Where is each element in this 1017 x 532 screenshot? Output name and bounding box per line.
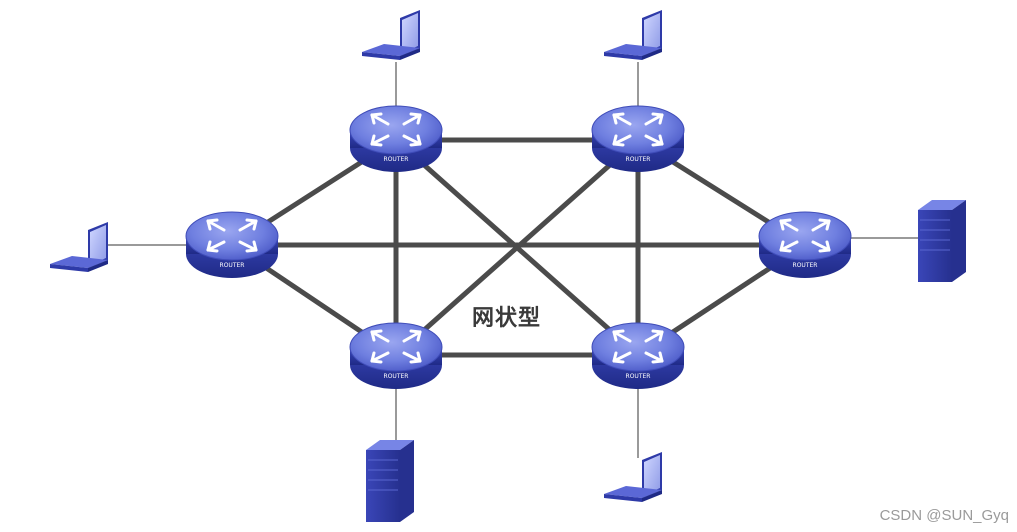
mesh-link bbox=[394, 138, 640, 357]
topology-label: 网状型 bbox=[472, 306, 542, 331]
laptop-icon bbox=[362, 10, 420, 60]
server-icon bbox=[365, 439, 415, 523]
server-icon bbox=[917, 199, 967, 283]
access-links bbox=[108, 62, 918, 458]
laptop-icon bbox=[50, 222, 108, 272]
laptop-icon bbox=[604, 452, 662, 502]
router-top-left: ROUTER bbox=[348, 104, 444, 174]
router-top-right: ROUTER bbox=[590, 104, 686, 174]
router-bottom-left: ROUTER bbox=[348, 321, 444, 391]
router-label: ROUTER bbox=[384, 156, 409, 163]
router-label: ROUTER bbox=[793, 262, 818, 269]
router-left: ROUTER bbox=[184, 210, 280, 280]
router-bottom-right: ROUTER bbox=[590, 321, 686, 391]
router-label: ROUTER bbox=[626, 156, 651, 163]
watermark: CSDN @SUN_Gyq bbox=[879, 507, 1009, 524]
router-label: ROUTER bbox=[220, 262, 245, 269]
router-right: ROUTER bbox=[757, 210, 853, 280]
laptop-icon bbox=[604, 10, 662, 60]
mesh-links bbox=[230, 137, 807, 358]
router-label: ROUTER bbox=[384, 373, 409, 380]
router-label: ROUTER bbox=[626, 373, 651, 380]
